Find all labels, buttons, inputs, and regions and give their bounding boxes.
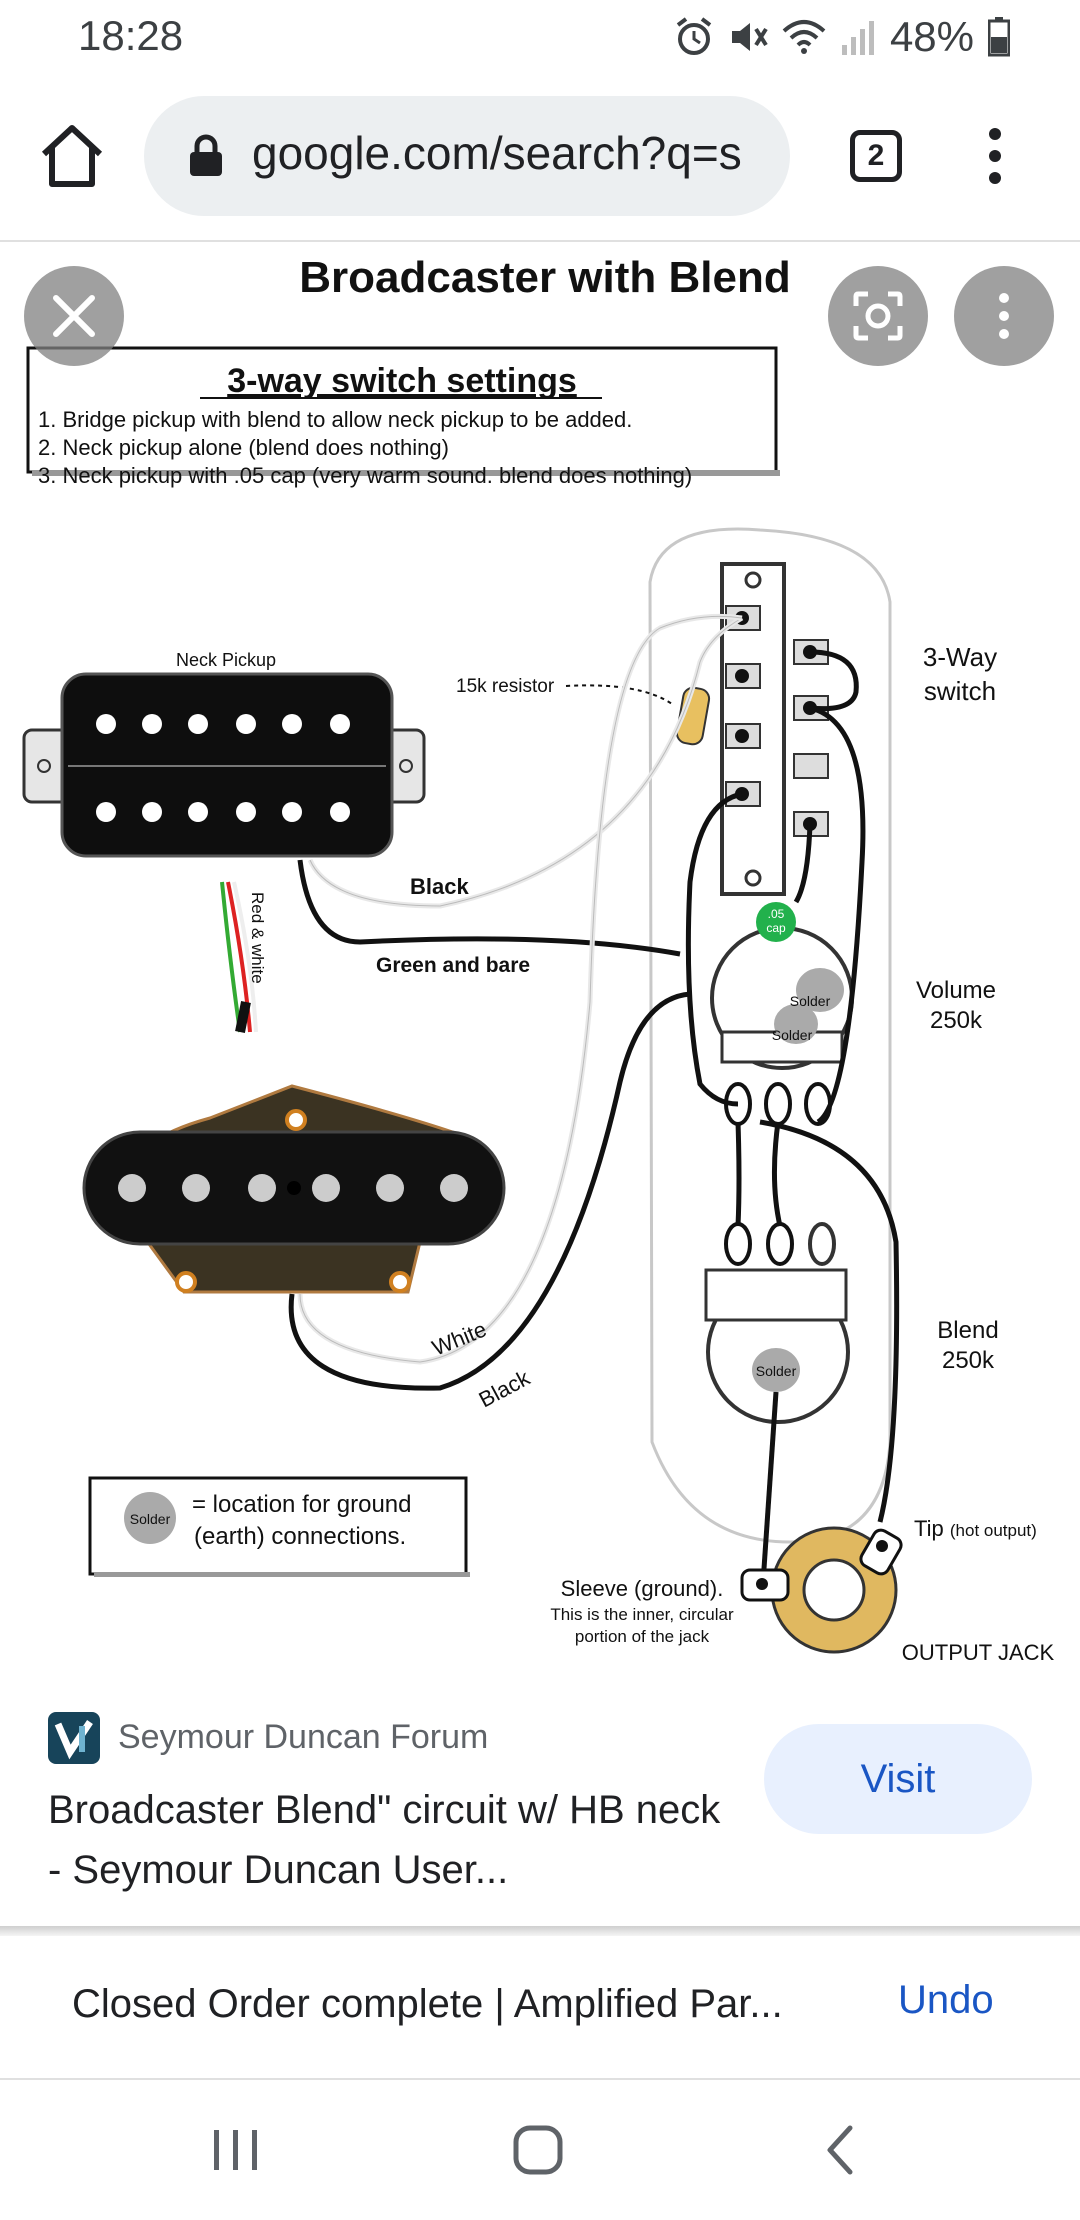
signal-icon [841, 21, 874, 55]
switch-label-line2: switch [924, 676, 996, 706]
cap-label-1: .05 [768, 907, 785, 921]
volume-label-2: 250k [930, 1007, 983, 1034]
switch-label-line1: 3-Way [923, 642, 997, 672]
blend-pot [704, 1222, 850, 1424]
wire-green-label: Green and bare [376, 954, 530, 977]
volume-solder-2: Solder [772, 1027, 813, 1043]
close-icon [53, 295, 95, 337]
settings-box [26, 346, 778, 474]
alarm-icon [676, 17, 712, 55]
more-vert-icon [999, 293, 1009, 339]
settings-line-3: 3. Neck pickup with .05 cap (very warm s… [38, 463, 692, 488]
home-nav-icon[interactable] [508, 2120, 568, 2180]
lock-icon [190, 134, 222, 176]
lens-icon [853, 291, 903, 341]
lens-search-button[interactable] [828, 266, 928, 366]
cap-label-2: cap [766, 921, 786, 935]
settings-heading: 3-way switch settings [227, 362, 577, 400]
humbucker-pickup [22, 672, 426, 858]
visit-button[interactable]: Visit [764, 1724, 1032, 1834]
recent-apps-icon[interactable] [208, 2120, 264, 2180]
overflow-menu-icon[interactable] [980, 126, 1010, 186]
browser-toolbar: google.com/search?q=s 2 [0, 76, 1080, 242]
seymour-duncan-logo-icon [54, 1720, 93, 1760]
legend-solder: Solder [130, 1511, 171, 1527]
three-way-switch [720, 562, 829, 896]
sleeve-label: Sleeve (ground). [561, 1576, 724, 1601]
blend-label-2: 250k [942, 1347, 995, 1374]
wiring-diagram: Broadcaster with Blend 3-way switch sett… [22, 253, 1055, 1665]
system-nav-bar [0, 2080, 1080, 2220]
volume-solder-1: Solder [790, 993, 831, 1009]
settings-line-2: 2. Neck pickup alone (blend does nothing… [38, 435, 449, 460]
volume-pot [710, 926, 854, 1126]
snackbar-message: Closed Order complete | Amplified Par... [72, 1982, 783, 2026]
status-icons: 48% [674, 10, 1010, 64]
wire-black-label: Black [410, 874, 469, 899]
bridge-pickup [82, 1084, 506, 1294]
status-bar: 18:28 48% [0, 0, 1080, 76]
blend-solder: Solder [756, 1363, 797, 1379]
result-card[interactable]: Seymour Duncan Forum Broadcaster Blend" … [0, 1674, 1080, 1934]
image-viewer[interactable]: Broadcaster with Blend 3-way switch sett… [0, 242, 1080, 1674]
volume-label-1: Volume [916, 977, 996, 1004]
neck-pickup-label: Neck Pickup [176, 650, 276, 670]
battery-percentage: 48% [889, 13, 974, 60]
settings-line-1: 1. Bridge pickup with blend to allow nec… [38, 407, 632, 432]
close-viewer-button[interactable] [24, 266, 124, 366]
tab-switcher-button[interactable]: 2 [850, 130, 902, 182]
card-divider [0, 1926, 1080, 1936]
sleeve-note-2: portion of the jack [575, 1627, 710, 1646]
legend-text-1: = location for ground [192, 1491, 411, 1518]
blend-label-1: Blend [937, 1317, 998, 1344]
red-white-label: Red & white [248, 892, 267, 984]
result-title[interactable]: Broadcaster Blend" circuit w/ HB neck - … [48, 1788, 721, 1892]
diagram-title: Broadcaster with Blend [299, 253, 790, 302]
home-icon[interactable] [36, 120, 108, 192]
capacitor [756, 902, 796, 942]
address-bar[interactable]: google.com/search?q=s [144, 96, 790, 216]
sleeve-note-1: This is the inner, circular [550, 1605, 734, 1624]
wifi-icon [782, 20, 826, 54]
wire-black-bottom-label: Black [475, 1365, 535, 1413]
undo-button[interactable]: Undo [898, 1978, 994, 2022]
viewer-menu-button[interactable] [954, 266, 1054, 366]
snackbar: Closed Order complete | Amplified Par...… [0, 1936, 1080, 2080]
source-favicon [48, 1712, 100, 1764]
legend-text-2: (earth) connections. [194, 1523, 406, 1550]
source-name: Seymour Duncan Forum [118, 1718, 489, 1756]
tip-label: Tip (hot output) [914, 1516, 1037, 1541]
resistor-label: 15k resistor [456, 676, 555, 697]
wire-white-label: White [429, 1316, 491, 1360]
output-jack-label: OUTPUT JACK [902, 1640, 1055, 1665]
status-time: 18:28 [78, 12, 184, 59]
url-text[interactable]: google.com/search?q=s [252, 127, 742, 179]
battery-icon [988, 17, 1010, 57]
output-jack [740, 1526, 903, 1654]
resistor [675, 686, 711, 746]
mute-icon [731, 23, 768, 51]
back-icon[interactable] [820, 2120, 860, 2180]
